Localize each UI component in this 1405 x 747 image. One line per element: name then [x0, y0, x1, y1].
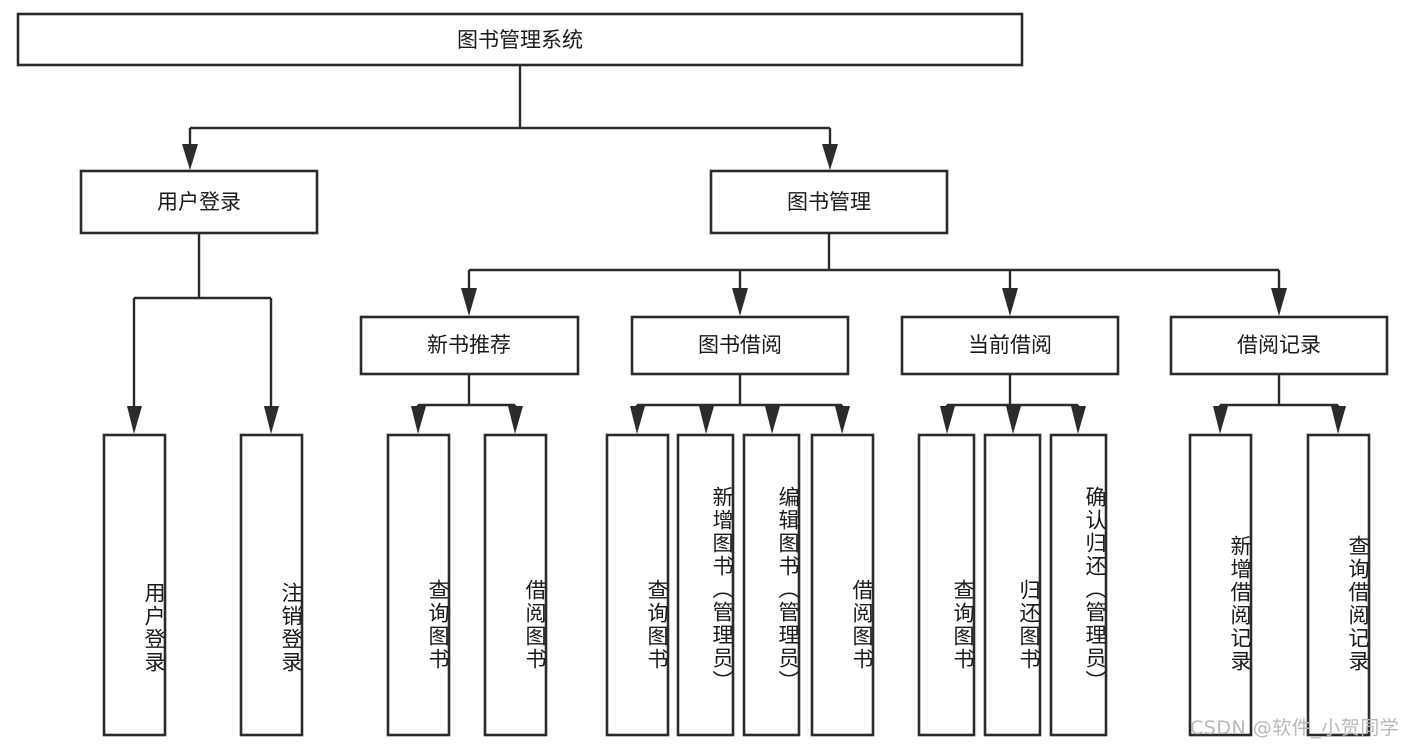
connector-group-current-borrow [940, 374, 1086, 434]
arrow-head-leaf-edit-book [765, 406, 780, 434]
node-current-borrow-label: 当前借阅 [968, 333, 1052, 357]
arrow-head-book-manage [822, 144, 838, 170]
node-leaf-borrow-book-1-rect[interactable] [483, 433, 548, 737]
node-book-manage[interactable]: 图书管理 [709, 169, 949, 235]
connector-group-book-manage [461, 233, 1287, 316]
arrow-head-leaf-user-login [127, 406, 142, 434]
node-user-login[interactable]: 用户登录 [79, 169, 319, 235]
node-book-manage-rect[interactable] [709, 169, 949, 235]
arrow-head-leaf-confirm-return [1071, 406, 1086, 434]
node-leaf-add-record-rect[interactable] [1188, 433, 1253, 737]
node-leaf-edit-book-rect[interactable] [742, 433, 801, 737]
node-borrow-record-label: 借阅记录 [1237, 333, 1321, 357]
arrow-head-current-borrow [1002, 288, 1018, 316]
node-leaf-user-logout-rect[interactable] [239, 433, 304, 737]
node-user-login-rect[interactable] [79, 169, 319, 235]
csdn-watermark: CSDN @软件_小贺同学 [1190, 717, 1400, 739]
node-user-login-label: 用户登录 [157, 190, 241, 214]
node-book-borrow[interactable]: 图书借阅 [630, 315, 850, 376]
node-leaf-confirm-return-rect[interactable] [1049, 433, 1108, 737]
node-leaf-user-login-rect[interactable] [102, 433, 167, 737]
arrow-head-leaf-query-book-3 [940, 406, 955, 434]
connector-group-book-borrow [630, 374, 850, 434]
connector-group-new-book-recommend [411, 374, 523, 434]
arrow-head-leaf-add-book [699, 406, 714, 434]
connector-group-root [182, 65, 838, 170]
node-leaf-borrow-book-2-rect[interactable] [810, 433, 875, 737]
node-leaf-query-record-rect[interactable] [1306, 433, 1371, 737]
connector-group-user-login [127, 233, 279, 434]
node-book-borrow-rect[interactable] [630, 315, 850, 376]
node-new-book-recommend-label: 新书推荐 [427, 333, 511, 357]
arrow-head-leaf-borrow-book-1 [508, 406, 523, 434]
node-leaf-return-book-rect[interactable] [983, 433, 1042, 737]
node-leaf-add-book-rect[interactable] [676, 433, 735, 737]
node-root-label: 图书管理系统 [457, 28, 583, 52]
arrow-head-leaf-user-logout [264, 406, 279, 434]
arrow-head-leaf-borrow-book-2 [835, 406, 850, 434]
node-current-borrow-rect[interactable] [900, 315, 1120, 376]
arrow-head-leaf-query-book-1 [411, 406, 426, 434]
node-leaf-query-book-3-rect[interactable] [917, 433, 976, 737]
node-leaf-query-book-2-rect[interactable] [605, 433, 670, 737]
arrow-head-user-login [182, 144, 198, 170]
arrow-head-leaf-add-record [1213, 406, 1228, 434]
arrow-head-leaf-query-record [1331, 406, 1346, 434]
node-new-book-recommend-rect[interactable] [359, 315, 580, 376]
node-current-borrow[interactable]: 当前借阅 [900, 315, 1120, 376]
node-new-book-recommend[interactable]: 新书推荐 [359, 315, 580, 376]
leaf-rect-group [102, 433, 1371, 737]
arrow-head-borrow-record [1271, 288, 1287, 316]
node-root[interactable]: 图书管理系统 [16, 12, 1024, 67]
arrow-head-leaf-return-book [1006, 406, 1021, 434]
node-borrow-record-rect[interactable] [1169, 315, 1389, 376]
node-leaf-query-book-1-rect[interactable] [386, 433, 451, 737]
arrow-head-new-book-recommend [461, 288, 477, 316]
node-root-rect[interactable] [16, 12, 1024, 67]
node-book-borrow-label: 图书借阅 [698, 333, 782, 357]
arrow-head-book-borrow [732, 288, 748, 316]
node-borrow-record[interactable]: 借阅记录 [1169, 315, 1389, 376]
connector-group-borrow-record [1213, 374, 1346, 434]
arrow-head-leaf-query-book-2 [630, 406, 645, 434]
node-book-manage-label: 图书管理 [787, 190, 871, 214]
